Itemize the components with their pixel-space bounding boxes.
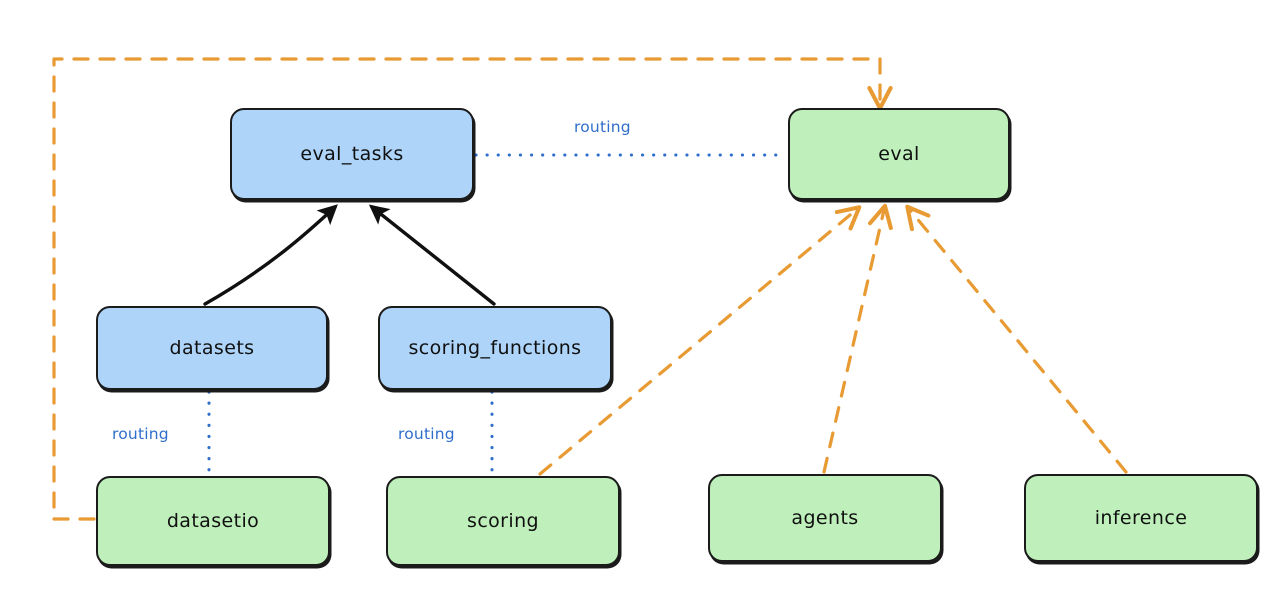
edge-label-routing-left: routing xyxy=(112,425,169,443)
edge-label-routing-top: routing xyxy=(574,118,631,136)
node-label: scoring_functions xyxy=(408,337,582,359)
edge-scoring_functions-eval_tasks xyxy=(368,204,496,306)
edge-datasetio-eval xyxy=(52,57,893,521)
edge-inference-eval xyxy=(905,204,1128,474)
edge-scoring-eval xyxy=(538,205,862,476)
node-label: eval xyxy=(878,143,920,165)
node-datasetio[interactable]: datasetio xyxy=(96,476,330,566)
node-eval[interactable]: eval xyxy=(788,108,1010,200)
node-label: datasetio xyxy=(166,510,260,532)
node-inference[interactable]: inference xyxy=(1024,474,1258,562)
node-label: scoring xyxy=(467,510,539,532)
node-scoring[interactable]: scoring xyxy=(386,476,620,566)
node-label: eval_tasks xyxy=(300,143,404,165)
node-scoring-functions[interactable]: scoring_functions xyxy=(378,306,612,390)
node-label: agents xyxy=(791,507,859,529)
edge-datasets-eval_tasks xyxy=(203,204,338,306)
node-datasets[interactable]: datasets xyxy=(96,306,328,390)
node-eval-tasks[interactable]: eval_tasks xyxy=(230,108,474,200)
edge-agents-eval xyxy=(822,203,893,474)
node-label: inference xyxy=(1094,507,1188,529)
node-label: datasets xyxy=(169,337,255,359)
edge-label-routing-middle: routing xyxy=(398,425,455,443)
node-agents[interactable]: agents xyxy=(708,474,942,562)
